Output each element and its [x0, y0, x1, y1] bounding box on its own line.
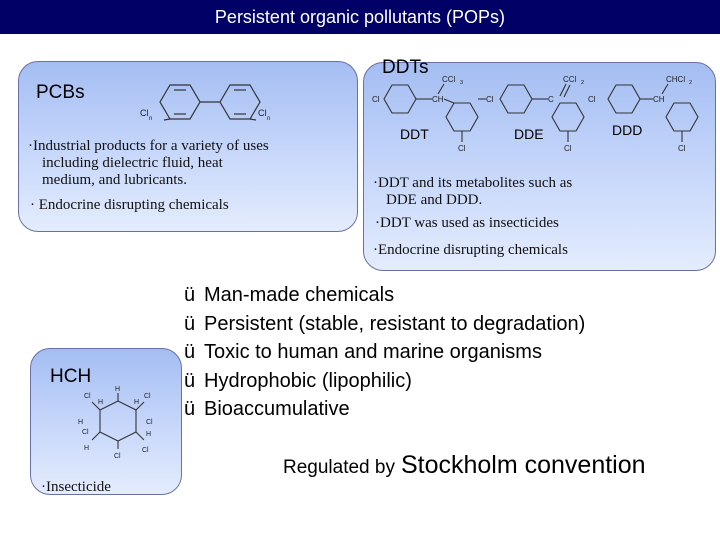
- dde-ccl2: CCl: [563, 75, 577, 84]
- ddts-bullet-4: ·Endocrine disrupting chemicals: [373, 242, 568, 258]
- pcb-structure: Cl n Cl n: [140, 84, 270, 122]
- ddt-ccl3: CCl: [442, 75, 456, 84]
- hch-cl-2: Cl: [144, 393, 151, 400]
- ddd-label: DDD: [612, 122, 643, 138]
- ddts-bullet-1: ·DDT and its metabolites such as: [373, 175, 573, 191]
- ddd-chcl2: CHCl: [666, 75, 685, 84]
- ddd-ch: CH: [653, 95, 665, 104]
- ddt-cl-bottom: Cl: [458, 144, 466, 153]
- check-icon: ü: [184, 398, 196, 420]
- dde-cl-right: Cl: [588, 95, 596, 104]
- hch-structure: Cl H H Cl H H Cl Cl H H Cl Cl: [78, 386, 153, 460]
- pcbs-heading: PCBs: [36, 82, 85, 103]
- hch-cl-5: Cl: [114, 453, 121, 460]
- pcbs-bullet-1: ·Industrial products for a variety of us…: [28, 138, 269, 154]
- title-bar: Persistent organic pollutants (POPs): [0, 0, 720, 34]
- hch-h-5: H: [146, 431, 151, 438]
- ddt-label: DDT: [400, 126, 429, 142]
- check-icon: ü: [184, 312, 196, 335]
- hch-cl-4: Cl: [82, 429, 89, 436]
- hch-h-1: H: [98, 399, 103, 406]
- ddts-panel: [363, 62, 716, 271]
- dde-c: C: [548, 95, 554, 104]
- ddt-structures: Cl CH CCl 3 Cl Cl C CCl 2 Cl Cl CH CHCl …: [372, 75, 699, 153]
- ddt-ccl3-sub: 3: [460, 80, 463, 86]
- hch-h-3: H: [134, 399, 139, 406]
- check-icon: ü: [184, 341, 196, 363]
- ddd-chcl2-sub: 2: [689, 80, 692, 86]
- dde-label: DDE: [514, 126, 544, 142]
- hch-cl-6: Cl: [142, 447, 149, 454]
- hch-h-6: H: [84, 445, 89, 452]
- hch-panel: [30, 348, 182, 495]
- check-icon: ü: [184, 369, 196, 392]
- pcb-cl-right: Cl: [258, 108, 267, 118]
- check-icon: ü: [184, 284, 196, 306]
- ddd-cl-bottom: Cl: [678, 144, 686, 153]
- ddt-ch: CH: [432, 95, 444, 104]
- ddts-heading: DDTs: [382, 57, 429, 78]
- dde-cl-bottom: Cl: [564, 144, 572, 153]
- page-title: Persistent organic pollutants (POPs): [214, 7, 506, 27]
- pcbs-bullet-3: medium, and lubricants.: [42, 172, 187, 188]
- hch-h-2: H: [115, 386, 120, 393]
- hch-heading: HCH: [50, 366, 92, 387]
- ddt-cl-left: Cl: [372, 95, 380, 104]
- pcb-cl-left-sub: n: [149, 116, 152, 122]
- pcbs-bullet-4: · Endocrine disrupting chemicals: [30, 197, 229, 213]
- ddts-bullet-3: ·DDT was used as insecticides: [375, 215, 559, 231]
- hch-h-4: H: [78, 419, 83, 426]
- pcb-cl-left: Cl: [140, 108, 149, 118]
- ddts-bullet-2: DDE and DDD.: [386, 192, 483, 208]
- regulation-prefix: Regulated by: [283, 457, 395, 478]
- hch-cl-1: Cl: [84, 393, 91, 400]
- hch-cl-3: Cl: [146, 419, 153, 426]
- dde-ccl2-sub: 2: [581, 80, 584, 86]
- hch-bullet: ·Insecticide: [41, 479, 111, 495]
- regulation-emphasis: Stockholm convention: [400, 451, 646, 479]
- pcb-cl-right-sub: n: [267, 116, 270, 122]
- ddt-cl-right: Cl: [486, 95, 494, 104]
- pcbs-bullet-2: including dielectric fluid, heat: [42, 155, 223, 171]
- pcbs-panel: [18, 61, 358, 232]
